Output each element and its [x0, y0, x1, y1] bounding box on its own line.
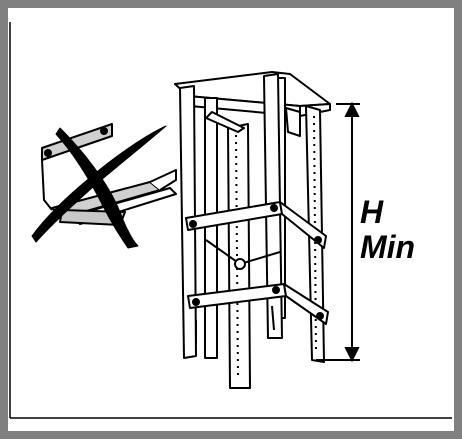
double-arrow-icon	[316, 101, 360, 363]
crossed-bracket-illustration	[31, 123, 177, 249]
min-label: Min	[360, 229, 416, 265]
height-label: H	[360, 194, 384, 230]
tower-stand-illustration	[174, 71, 331, 389]
inner-border	[9, 22, 452, 419]
cross-mark-icon	[31, 125, 167, 249]
